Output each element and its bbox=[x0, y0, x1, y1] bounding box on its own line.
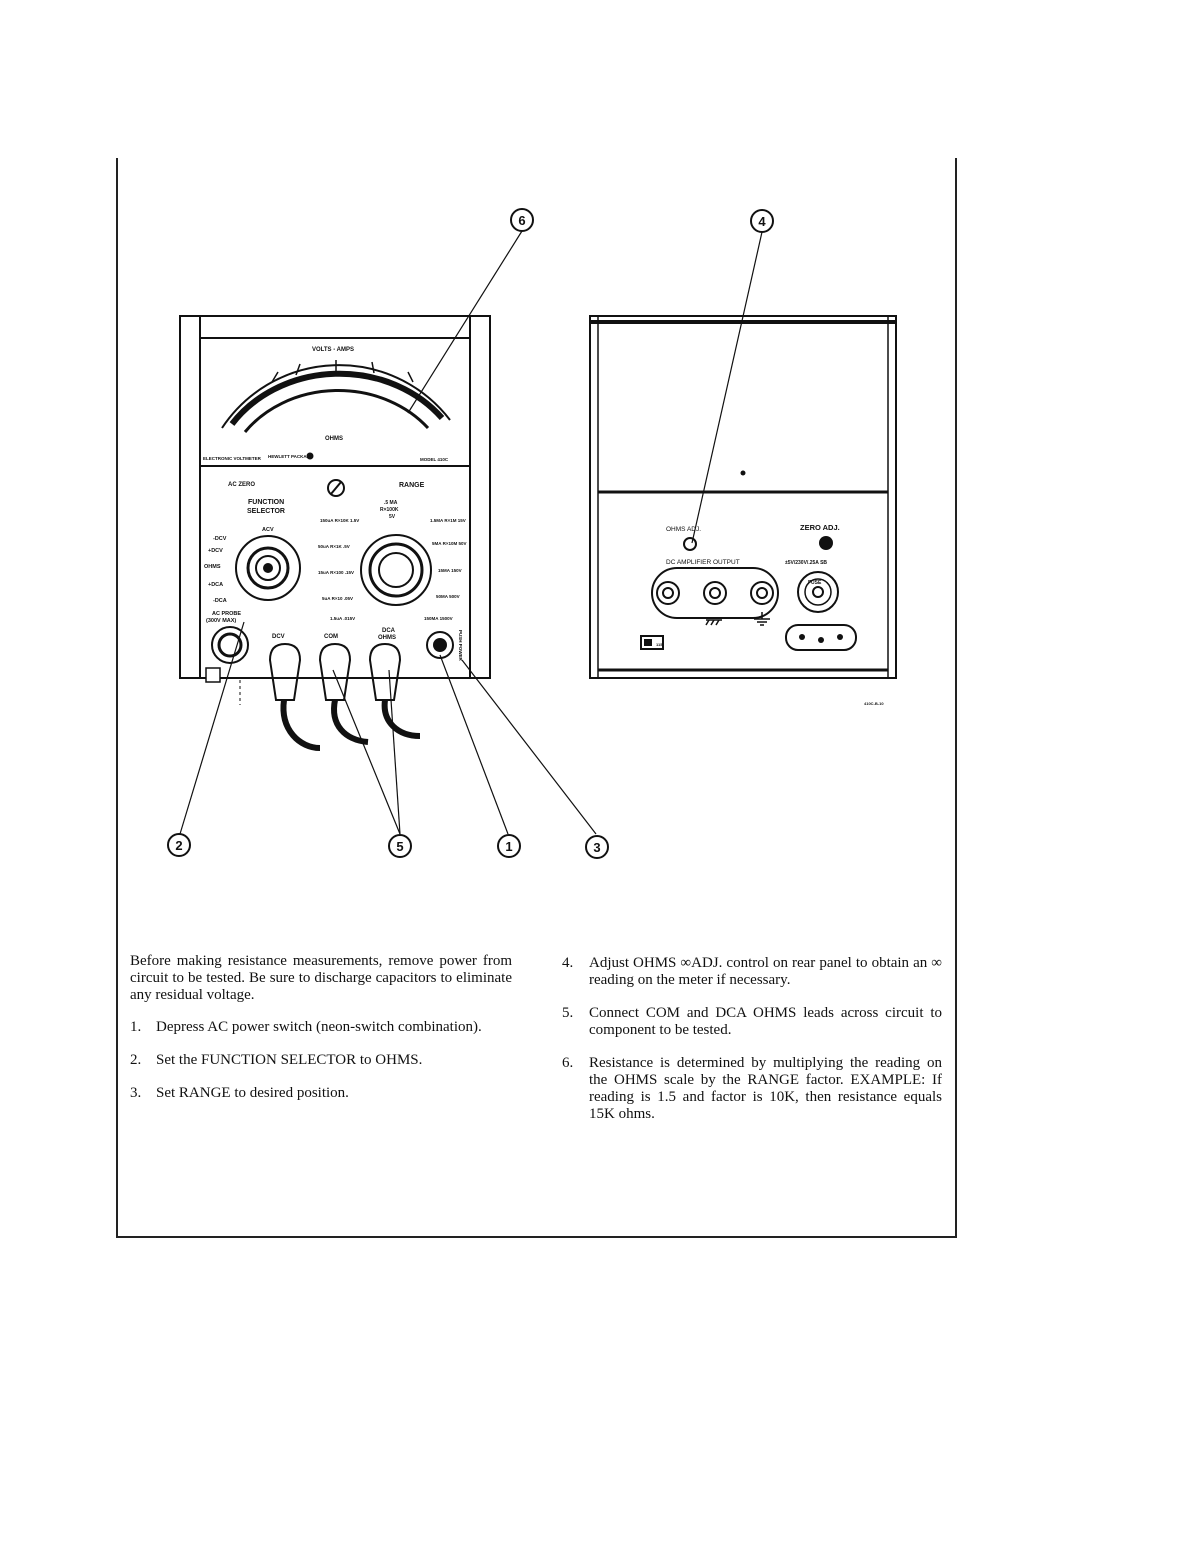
fuse-rating-label: ±5V/230V/.25A SB bbox=[785, 560, 827, 566]
ac-probe-connector[interactable] bbox=[211, 626, 249, 664]
range-top-3: 5V bbox=[389, 514, 396, 520]
zero-adj-control[interactable] bbox=[819, 536, 833, 550]
step-number: 2. bbox=[130, 1052, 142, 1068]
range-top-1: .5 MA bbox=[384, 500, 398, 506]
step-5: 5. Connect COM and DCA OHMS leads across… bbox=[562, 1005, 942, 1039]
ac-probe-label-2: (300V MAX) bbox=[206, 618, 236, 624]
line-voltage-label: 115 bbox=[656, 642, 663, 647]
step-number: 3. bbox=[130, 1085, 142, 1101]
ground-icon bbox=[754, 612, 770, 626]
meter-left-label: ELECTRONIC VOLTMETER bbox=[203, 456, 262, 461]
selector-position-plus-dcv: +DCV bbox=[208, 548, 223, 554]
function-selector-label-1: FUNCTION bbox=[248, 499, 284, 506]
svg-text:2: 2 bbox=[175, 838, 182, 853]
frame-right-border bbox=[955, 158, 957, 1238]
meter-model: MODEL 410C bbox=[420, 457, 449, 462]
chassis-ground-icon bbox=[705, 619, 722, 626]
callout-6: 6 bbox=[510, 208, 534, 232]
rear-panel: OHMS ADJ. ZERO ADJ. DC AMPLIFIER OUTPUT … bbox=[589, 315, 897, 706]
step-number: 5. bbox=[562, 1005, 574, 1021]
range-right-5: 150MA 1500V bbox=[424, 616, 453, 621]
ac-zero-label: AC ZERO bbox=[228, 482, 255, 488]
step-number: 1. bbox=[130, 1019, 142, 1035]
figure-number: 410C-B-10 bbox=[864, 701, 884, 706]
selector-position-minus-dcv: -DCV bbox=[213, 536, 227, 542]
step-text: Depress AC power switch (neon-switch com… bbox=[156, 1019, 482, 1035]
range-left-4: 5uA R×10 .05V bbox=[322, 596, 353, 601]
range-left-2: 50uA R×1K .5V bbox=[318, 544, 350, 549]
ohms-adj-label: OHMS ADJ. bbox=[666, 526, 701, 533]
zero-adj-label: ZERO ADJ. bbox=[800, 523, 840, 532]
step-text: Adjust OHMS ∞ADJ. control on rear panel … bbox=[589, 955, 942, 988]
step-1: 1. Depress AC power switch (neon-switch … bbox=[130, 1019, 512, 1036]
ac-probe-label-1: AC PROBE bbox=[212, 611, 241, 617]
step-text: Set RANGE to desired position. bbox=[156, 1085, 349, 1101]
power-switch-label: PUSH POWER bbox=[458, 630, 463, 662]
selector-position-acv: ACV bbox=[262, 527, 274, 533]
front-panel: VOLTS - AMPS OHMS ELECTRONIC VOLTMETER H… bbox=[179, 315, 491, 751]
dc-amplifier-output-label: DC AMPLIFIER OUTPUT bbox=[666, 559, 740, 566]
frame-bottom-border bbox=[116, 1236, 957, 1238]
svg-text:4: 4 bbox=[758, 214, 766, 229]
jack-label-com: COM bbox=[324, 634, 338, 640]
step-number: 4. bbox=[562, 955, 574, 971]
frame-left-border bbox=[116, 158, 118, 1238]
voltmeter-figure: VOLTS - AMPS OHMS ELECTRONIC VOLTMETER H… bbox=[167, 208, 897, 859]
step-text: Resistance is determined by multiplying … bbox=[589, 1055, 942, 1122]
fuse-label: FUSE bbox=[808, 580, 822, 586]
step-text: Set the FUNCTION SELECTOR to OHMS. bbox=[156, 1052, 423, 1068]
svg-text:1: 1 bbox=[505, 839, 512, 854]
meter-brand: HEWLETT PACKARD bbox=[268, 454, 314, 459]
range-left-3: 15uA R×100 .15V bbox=[318, 570, 354, 575]
test-leads bbox=[268, 642, 421, 751]
meter-top-label: VOLTS - AMPS bbox=[312, 347, 354, 353]
function-selector-label-2: SELECTOR bbox=[247, 508, 285, 515]
ohms-adj-control[interactable] bbox=[683, 537, 697, 551]
meter-face: VOLTS - AMPS OHMS ELECTRONIC VOLTMETER H… bbox=[199, 337, 471, 467]
jack-label-ohms: OHMS bbox=[378, 635, 396, 641]
hp-logo-icon bbox=[306, 452, 314, 460]
callout-5: 5 bbox=[388, 834, 412, 858]
step-6: 6. Resistance is determined by multiplyi… bbox=[562, 1055, 942, 1123]
callout-2: 2 bbox=[167, 833, 191, 857]
step-3: 3. Set RANGE to desired position. bbox=[130, 1085, 512, 1102]
svg-text:3: 3 bbox=[593, 840, 600, 855]
range-right-4: 50MA 500V bbox=[436, 594, 460, 599]
instructions-left-column: Before making resistance measurements, r… bbox=[130, 953, 512, 1118]
step-number: 6. bbox=[562, 1055, 574, 1071]
callout-1: 1 bbox=[497, 834, 521, 858]
step-4: 4. Adjust OHMS ∞ADJ. control on rear pan… bbox=[562, 955, 942, 989]
range-right-2: 5MA R×10M 50V bbox=[432, 541, 466, 546]
fuse-holder[interactable] bbox=[797, 571, 839, 613]
line-voltage-switch[interactable] bbox=[640, 635, 664, 650]
selector-position-minus-dca: -DCA bbox=[213, 598, 227, 604]
function-selector-knob[interactable] bbox=[235, 535, 301, 601]
intro-paragraph: Before making resistance measurements, r… bbox=[130, 953, 512, 1003]
step-text: Connect COM and DCA OHMS leads across ci… bbox=[589, 1005, 942, 1038]
callout-3: 3 bbox=[585, 835, 609, 859]
range-knob[interactable] bbox=[360, 534, 432, 606]
svg-text:6: 6 bbox=[518, 213, 525, 228]
range-left-5: 1.5uA .015V bbox=[330, 616, 355, 621]
selector-position-plus-dca: +DCA bbox=[208, 582, 223, 588]
range-right-1: 1.5MA R×1M 15V bbox=[430, 518, 466, 523]
step-2: 2. Set the FUNCTION SELECTOR to OHMS. bbox=[130, 1052, 512, 1069]
range-label: RANGE bbox=[399, 482, 425, 489]
callout-4: 4 bbox=[750, 209, 774, 233]
jack-label-dcv: DCV bbox=[272, 634, 285, 640]
power-switch[interactable] bbox=[426, 631, 454, 659]
output-terminals[interactable] bbox=[656, 581, 774, 605]
range-top-2: R×100K bbox=[380, 507, 399, 513]
svg-text:5: 5 bbox=[396, 839, 403, 854]
leader-lines bbox=[179, 230, 763, 835]
range-right-3: 15MA 150V bbox=[438, 568, 462, 573]
meter-ohms-label: OHMS bbox=[325, 436, 343, 442]
power-receptacle[interactable] bbox=[785, 624, 857, 651]
instructions-right-column: 4. Adjust OHMS ∞ADJ. control on rear pan… bbox=[562, 955, 942, 1139]
range-left-1: 150uA R×10K 1.5V bbox=[320, 518, 359, 523]
jack-label-dca: DCA bbox=[382, 628, 396, 634]
selector-position-ohms: OHMS bbox=[204, 564, 221, 570]
